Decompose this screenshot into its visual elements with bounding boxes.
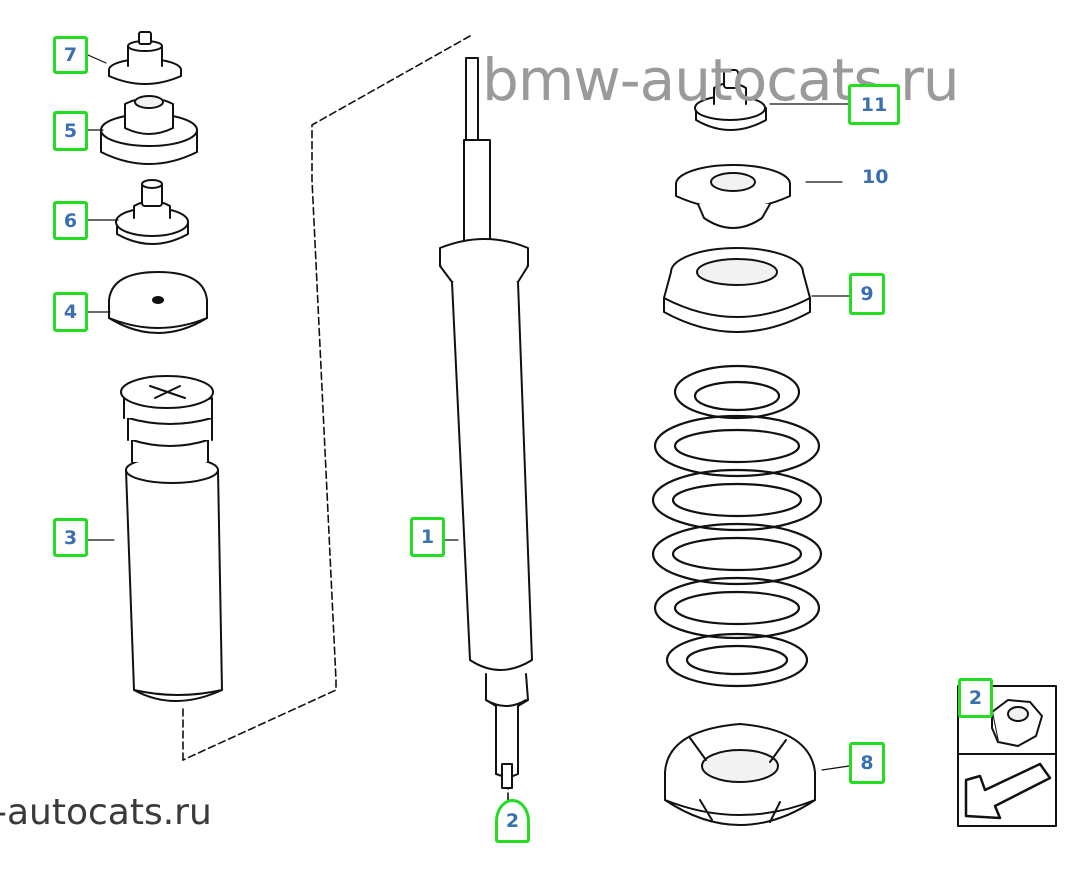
arrow-icon (964, 762, 1052, 820)
part-3-dust-cover (120, 375, 223, 702)
part-9-spring-pad (663, 247, 811, 333)
nut-inset-box (957, 685, 1057, 827)
callout-8[interactable]: 8 (849, 742, 885, 784)
part-1-shock-absorber (439, 57, 533, 789)
callout-9[interactable]: 9 (849, 273, 885, 315)
callout-10[interactable]: 10 (862, 166, 889, 188)
part-5-cup (100, 95, 198, 165)
callout-1[interactable]: 1 (410, 517, 445, 557)
leader-lines (87, 54, 850, 771)
part-6-bushing (115, 179, 189, 245)
part-10-seat (675, 164, 791, 229)
callout-2-side[interactable]: 2 (958, 678, 993, 718)
part-7-mount (108, 31, 182, 85)
callout-6[interactable]: 6 (53, 201, 88, 240)
watermark-bottom: -autocats.ru (0, 792, 212, 833)
part-8-lower-seat (664, 723, 816, 826)
part-11-stop (694, 69, 767, 131)
part-4-cap (108, 271, 208, 334)
callout-7[interactable]: 7 (53, 36, 88, 74)
callout-11[interactable]: 11 (848, 84, 900, 125)
coil-spring (651, 364, 823, 688)
callout-5[interactable]: 5 (53, 111, 88, 151)
callout-3[interactable]: 3 (53, 518, 88, 557)
callout-4[interactable]: 4 (53, 292, 88, 332)
callout-2-bottom[interactable]: 2 (495, 799, 530, 843)
